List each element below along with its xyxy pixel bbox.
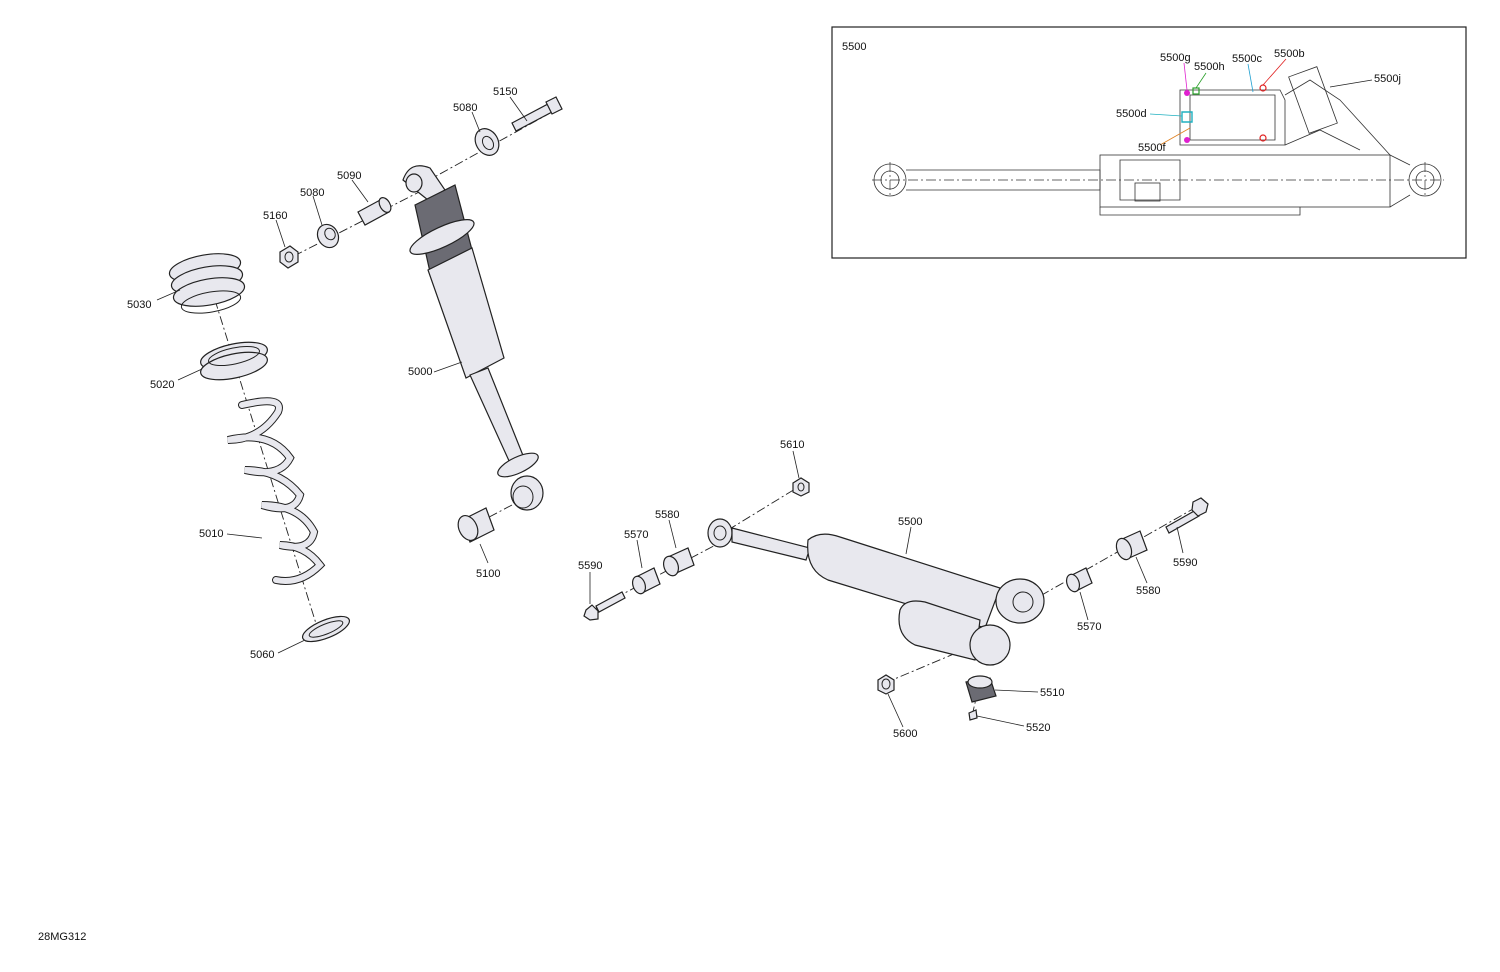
inset-callout-5500d: 5500d (1116, 108, 1147, 120)
callout-5600: 5600 (893, 728, 917, 740)
part-spring-5030 (168, 253, 246, 314)
part-shock-5500 (707, 518, 1045, 666)
callout-5060: 5060 (250, 649, 274, 661)
callout-5030: 5030 (127, 299, 151, 311)
part-spacer-5580-right (1115, 530, 1148, 561)
leader-lines (156, 96, 1184, 728)
drawing-number: 28MG312 (38, 931, 86, 943)
callout-5080-lower: 5080 (300, 187, 324, 199)
part-spring-5010 (227, 397, 326, 585)
callout-5160: 5160 (263, 210, 287, 222)
part-bolt-5590-right (1165, 497, 1209, 534)
callout-5500: 5500 (898, 516, 922, 528)
part-bolt-5150 (511, 96, 563, 132)
callout-5580-left: 5580 (655, 509, 679, 521)
callout-5510: 5510 (1040, 687, 1064, 699)
detail-inset: 5500 5500g 5500h (831, 26, 1467, 259)
callout-5090: 5090 (337, 170, 361, 182)
part-bushing-5570-right (1065, 567, 1093, 593)
part-nut-5160 (279, 245, 299, 269)
part-knob-5510 (965, 675, 997, 703)
part-nut-5610 (792, 477, 810, 497)
callout-5570-left: 5570 (624, 529, 648, 541)
callout-5000: 5000 (408, 366, 432, 378)
callout-5520: 5520 (1026, 722, 1050, 734)
part-spacer-5580-left (662, 547, 695, 577)
inset-callout-5500j: 5500j (1374, 73, 1401, 85)
inset-callout-5500c: 5500c (1232, 53, 1262, 65)
part-bushing-5080-lower (316, 223, 340, 249)
part-screw-5520 (968, 709, 978, 721)
inset-callout-5500b: 5500b (1274, 48, 1305, 60)
callout-5570-right: 5570 (1077, 621, 1101, 633)
inset-callout-5500g: 5500g (1160, 52, 1191, 64)
part-bolt-5590-left (583, 591, 626, 621)
inset-callout-5500f: 5500f (1138, 142, 1166, 154)
callout-5580-right: 5580 (1136, 585, 1160, 597)
callout-5020: 5020 (150, 379, 174, 391)
part-bushing-5080-top (474, 128, 500, 156)
part-bushing-5100 (457, 507, 495, 543)
callout-5590-left: 5590 (578, 560, 602, 572)
callout-5150: 5150 (493, 86, 517, 98)
part-nut-5600 (877, 674, 895, 695)
inset-callout-5500h: 5500h (1194, 61, 1225, 73)
part-ring-5020 (200, 341, 268, 381)
callout-5590-right: 5590 (1173, 557, 1197, 569)
callout-5610: 5610 (780, 439, 804, 451)
callout-5010: 5010 (199, 528, 223, 540)
part-shock-5000 (402, 165, 544, 511)
part-spacer-5090 (357, 197, 392, 226)
part-bushing-5570-left (631, 567, 661, 595)
callout-5080-top: 5080 (453, 102, 477, 114)
callout-5100: 5100 (476, 568, 500, 580)
part-clip-5060 (301, 615, 351, 643)
inset-title: 5500 (842, 41, 866, 53)
